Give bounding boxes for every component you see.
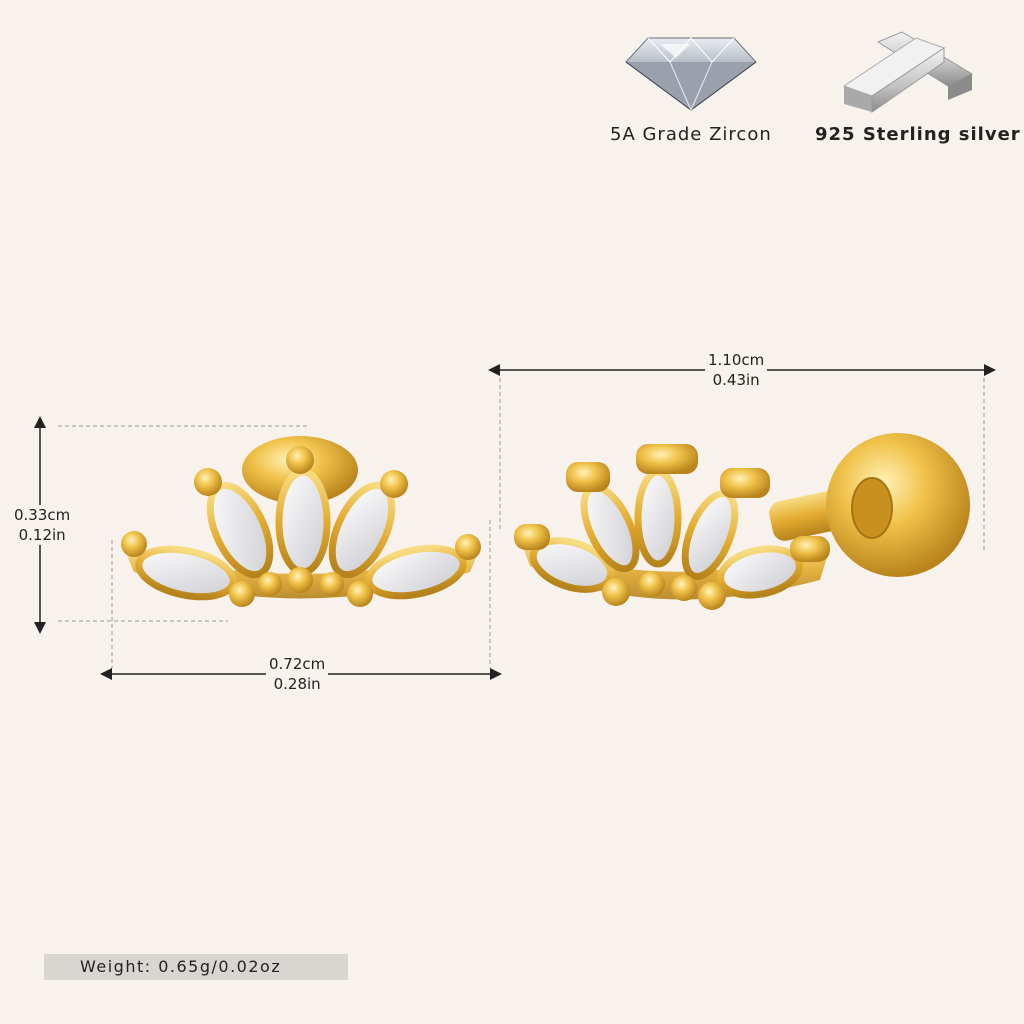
zircon-label: 5A Grade Zircon <box>610 124 772 145</box>
front-width-cm: 0.72cm <box>269 655 326 673</box>
diamond-icon <box>625 37 757 111</box>
side-earring <box>514 433 970 610</box>
side-width-dimension: 1.10cm 0.43in <box>705 350 768 390</box>
height-dimension: 0.33cm 0.12in <box>11 505 74 545</box>
side-width-cm: 1.10cm <box>708 351 765 369</box>
front-width-dimension: 0.72cm 0.28in <box>266 654 329 694</box>
front-earring <box>121 436 481 607</box>
height-in: 0.12in <box>18 526 66 544</box>
guide-lines <box>58 378 985 668</box>
weight-value: 0.65g/0.02oz <box>158 957 282 976</box>
front-width-in: 0.28in <box>273 675 321 693</box>
height-cm: 0.33cm <box>14 506 71 524</box>
weight-label: Weight: <box>80 957 152 976</box>
silver-bar-icon <box>842 31 974 113</box>
weight-box: Weight: 0.65g/0.02oz <box>44 954 348 980</box>
side-width-in: 0.43in <box>712 371 760 389</box>
sterling-silver-label: 925 Sterling silver <box>815 124 1021 145</box>
